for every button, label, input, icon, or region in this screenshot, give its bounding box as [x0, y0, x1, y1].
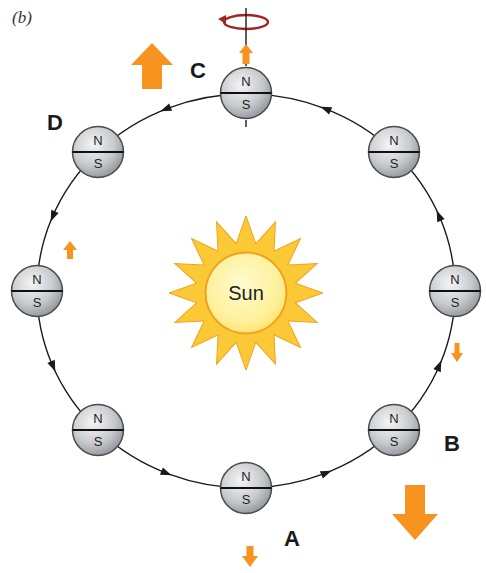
pole-label: N	[219, 461, 273, 488]
moment-arrows	[63, 43, 463, 567]
planet-circle: NS	[71, 403, 125, 457]
planet-circle: NS	[367, 403, 421, 457]
pole-label: N	[428, 264, 482, 291]
pole-label: N	[71, 403, 125, 430]
orbit-path	[37, 94, 455, 488]
pole-label: S	[219, 93, 273, 120]
planet-circle: NS	[71, 125, 125, 179]
sun-circle: Sun	[204, 251, 288, 335]
sun-label: Sun	[228, 283, 264, 303]
pole-label: N	[10, 264, 64, 291]
pole-label: S	[71, 430, 125, 457]
planet-circle: NS	[10, 264, 64, 318]
planet-circle: NS	[219, 461, 273, 515]
position-label: D	[47, 112, 63, 134]
planet-circle: NS	[367, 125, 421, 179]
orbit-arrowheads	[47, 103, 445, 479]
planet-circle: NS	[428, 264, 482, 318]
sun-rays	[169, 216, 323, 370]
pole-label: S	[428, 291, 482, 318]
pole-label: S	[367, 152, 421, 179]
panel-label: (b)	[12, 9, 32, 26]
position-label: A	[284, 528, 300, 550]
planet-circle: NS	[219, 66, 273, 120]
pole-label: N	[71, 125, 125, 152]
pole-label: S	[71, 152, 125, 179]
pole-label: S	[219, 488, 273, 515]
pole-label: N	[219, 66, 273, 93]
pole-label: N	[367, 403, 421, 430]
position-label: C	[190, 60, 206, 82]
pole-label: S	[367, 430, 421, 457]
position-label: B	[444, 433, 460, 455]
pole-label: N	[367, 125, 421, 152]
pole-label: S	[10, 291, 64, 318]
